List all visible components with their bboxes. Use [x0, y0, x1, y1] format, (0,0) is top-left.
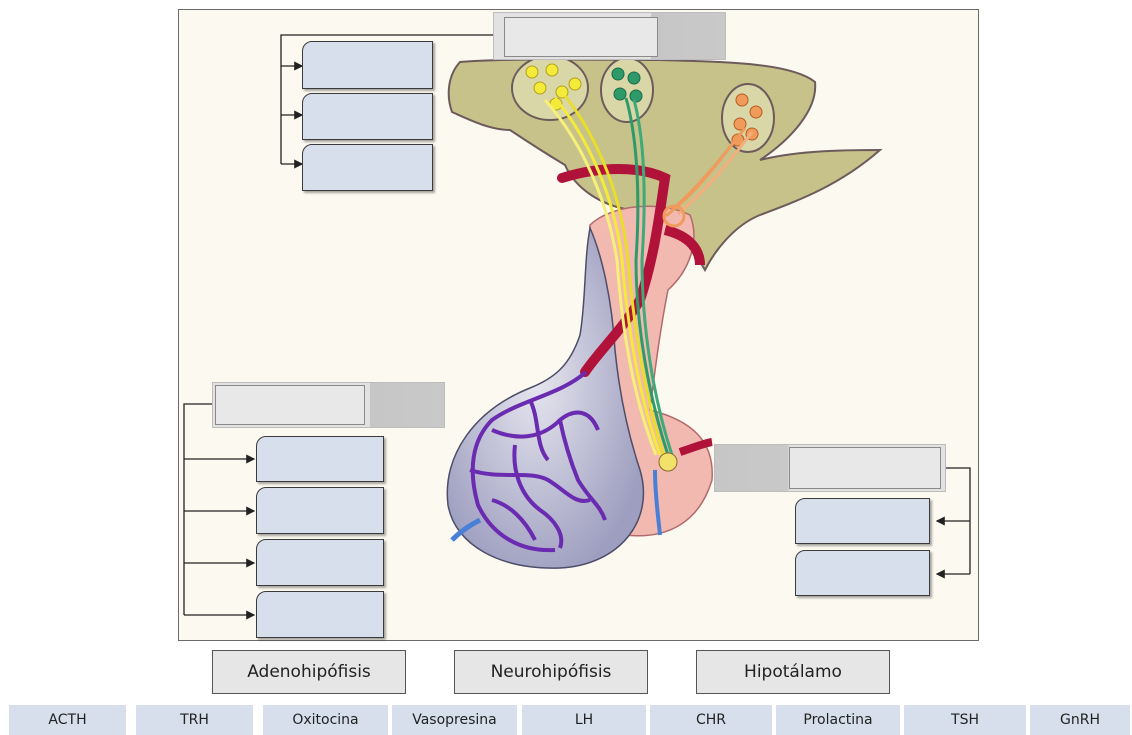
drop-slot-left-2[interactable] — [256, 487, 384, 534]
drop-slot-left-1[interactable] — [256, 436, 384, 482]
chip-oxitocina[interactable]: Oxitocina — [263, 705, 388, 735]
label-adenohipofisis[interactable]: Adenohipófisis — [212, 650, 406, 694]
chip-trh[interactable]: TRH — [136, 705, 253, 735]
chip-acth[interactable]: ACTH — [9, 705, 126, 735]
drop-slot-left-4[interactable] — [256, 591, 384, 638]
chip-vasopresina[interactable]: Vasopresina — [392, 705, 517, 735]
right-title-dropzone[interactable] — [789, 447, 941, 489]
green-nucleus — [601, 58, 653, 122]
label-hipotalamo[interactable]: Hipotálamo — [696, 650, 890, 694]
chip-prolactina[interactable]: Prolactina — [776, 705, 900, 735]
left-title-box — [212, 382, 445, 428]
top-title-box — [493, 12, 726, 60]
top-title-dropzone[interactable] — [504, 17, 658, 57]
chip-chr[interactable]: CHR — [650, 705, 772, 735]
label-neurohipofisis[interactable]: Neurohipófisis — [454, 650, 648, 694]
chip-lh[interactable]: LH — [522, 705, 646, 735]
drop-slot-right-1[interactable] — [795, 498, 930, 544]
drop-slot-top-1[interactable] — [302, 41, 433, 89]
orange-nucleus — [722, 84, 774, 152]
drop-slot-right-2[interactable] — [795, 550, 930, 596]
left-title-dropzone[interactable] — [215, 385, 365, 425]
right-title-box — [714, 444, 946, 492]
chip-tsh[interactable]: TSH — [904, 705, 1026, 735]
drop-slot-left-3[interactable] — [256, 539, 384, 586]
chip-gnrh[interactable]: GnRH — [1030, 705, 1130, 735]
drop-slot-top-3[interactable] — [302, 144, 433, 191]
drop-slot-top-2[interactable] — [302, 93, 433, 140]
